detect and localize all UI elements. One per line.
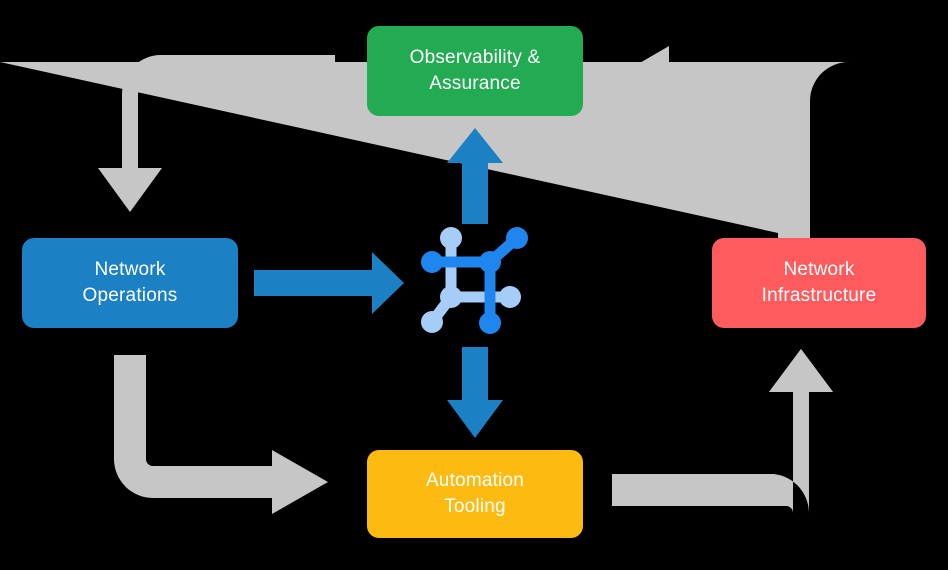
arrow-center-to-automation <box>447 347 503 438</box>
node-network-infrastructure[interactable]: Network Infrastructure <box>712 238 926 328</box>
node-automation-tooling[interactable]: Automation Tooling <box>367 450 583 538</box>
network-icon-secondary-nodes <box>421 227 521 333</box>
arrow-operations-to-center <box>254 252 404 314</box>
node-observability-assurance-label: Observability & Assurance <box>409 47 541 94</box>
arrow-center-to-observability <box>447 128 503 224</box>
arrow-infrastructure-to-observability-body <box>614 46 810 240</box>
network-icon-primary-nodes <box>421 227 528 334</box>
node-network-operations[interactable]: Network Operations <box>22 238 238 328</box>
arrow-automation-to-infrastructure <box>612 349 833 513</box>
node-observability-assurance[interactable]: Observability & Assurance <box>367 26 583 116</box>
node-automation-tooling-label: Automation Tooling <box>425 470 525 517</box>
arrow-automation-to-infrastructure-body <box>612 349 833 513</box>
node-network-infrastructure-label: Network Infrastructure <box>761 259 877 306</box>
node-network-operations-label: Network Operations <box>82 259 178 306</box>
network-topology-icon <box>421 227 528 334</box>
arrow-operations-to-automation <box>114 355 328 514</box>
arrow-observability-to-operations <box>98 55 335 212</box>
